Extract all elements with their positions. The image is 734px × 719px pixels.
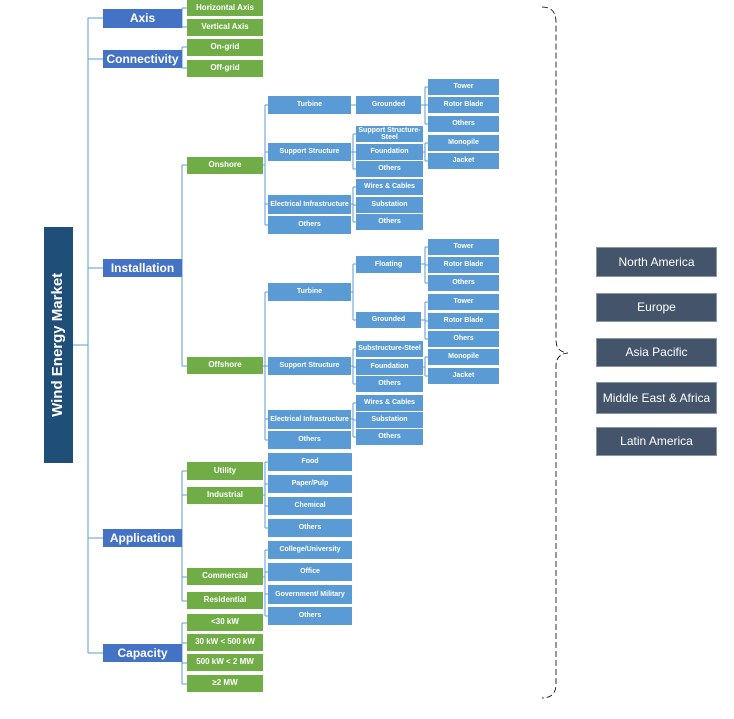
segment-connectivity: Connectivity — [103, 50, 182, 68]
application-residential: Residential — [187, 592, 263, 609]
capacity-30kw-500kw: 30 kW < 500 kW — [187, 634, 263, 651]
industrial-chemical: Chemical — [268, 497, 352, 515]
onshore-electrical-infrastructure: Electrical Infrastructure — [268, 195, 351, 214]
onshore-grounded: Grounded — [356, 96, 421, 114]
offshore-electrical-infrastructure: Electrical Infrastructure — [268, 410, 351, 429]
commercial-government-military: Government/ Military — [268, 585, 352, 604]
onshore-turbine: Turbine — [268, 96, 351, 114]
onshore-monopile: Monopile — [428, 135, 499, 151]
axis-horizontal: Horizontal Axis — [187, 0, 263, 16]
capacity-2mw-plus: ≥2 MW — [187, 675, 263, 692]
offshore-foundation: Foundation — [356, 359, 423, 375]
offshore-support-others: Others — [356, 376, 423, 392]
segment-capacity: Capacity — [103, 644, 182, 662]
segment-installation: Installation — [103, 259, 182, 277]
segment-axis: Axis — [103, 9, 182, 28]
industrial-paper-pulp: Paper/Pulp — [268, 475, 352, 493]
offshore-floating-tower: Tower — [428, 239, 499, 255]
offshore-wires-cables: Wires & Cables — [356, 395, 423, 411]
connectivity-off-grid: Off-grid — [187, 60, 263, 77]
brace — [541, 6, 569, 699]
industrial-food: Food — [268, 453, 352, 471]
installation-onshore: Onshore — [187, 157, 263, 174]
onshore-support-structure-steel: Support Structure- Steel — [356, 126, 423, 142]
offshore-substructure-steel: Substructure-Steel — [356, 341, 423, 357]
segment-application: Application — [103, 529, 182, 547]
capacity-under-30kw: <30 kW — [187, 614, 263, 631]
offshore-support-structure: Support Structure — [268, 357, 351, 375]
offshore-floating-rotor-blade: Rotor Blade — [428, 257, 499, 273]
onshore-others: Others — [268, 216, 351, 234]
commercial-others: Others — [268, 607, 352, 625]
industrial-others: Others — [268, 519, 352, 537]
onshore-rotor-blade: Rotor Blade — [428, 97, 499, 113]
onshore-tower: Tower — [428, 79, 499, 95]
offshore-monopile: Monopile — [428, 349, 499, 365]
commercial-college-university: College/University — [268, 541, 352, 559]
offshore-grounded-tower: Tower — [428, 294, 499, 310]
onshore-electrical-others: Others — [356, 214, 423, 230]
axis-vertical: Vertical Axis — [187, 19, 263, 36]
region-latin-america: Latin America — [596, 427, 717, 456]
region-middle-east-africa: Middle East & Africa — [596, 382, 717, 414]
onshore-jacket: Jacket — [428, 153, 499, 169]
onshore-grounded-others: Others — [428, 116, 499, 132]
offshore-grounded: Grounded — [356, 312, 421, 328]
offshore-substation: Substation — [356, 412, 423, 428]
connectivity-on-grid: On-grid — [187, 39, 263, 56]
onshore-support-others: Others — [356, 161, 423, 177]
installation-offshore: Offshore — [187, 357, 263, 374]
capacity-500kw-2mw: 500 kW < 2 MW — [187, 654, 263, 671]
onshore-foundation: Foundation — [356, 144, 423, 160]
commercial-office: Office — [268, 563, 352, 581]
offshore-electrical-others: Others — [356, 429, 423, 445]
offshore-grounded-others: Ohers — [428, 331, 499, 347]
onshore-substation: Substation — [356, 197, 423, 213]
onshore-support-structure: Support Structure — [268, 143, 351, 161]
offshore-grounded-rotor-blade: Rotor Blade — [428, 313, 499, 329]
root-node: Wind Energy Market — [44, 227, 73, 463]
region-north-america: North America — [596, 247, 717, 277]
application-commercial: Commercial — [187, 568, 263, 585]
offshore-turbine: Turbine — [268, 283, 351, 301]
offshore-jacket: Jacket — [428, 368, 499, 384]
root-title: Wind Energy Market — [49, 272, 67, 418]
region-europe: Europe — [596, 293, 717, 322]
application-utility: Utility — [187, 462, 263, 480]
application-industrial: Industrial — [187, 487, 263, 504]
offshore-floating-others: Others — [428, 275, 499, 291]
offshore-others: Others — [268, 431, 351, 449]
offshore-floating: Floating — [356, 256, 421, 273]
region-asia-pacific: Asia Pacific — [596, 338, 717, 367]
onshore-wires-cables: Wires & Cables — [356, 179, 423, 195]
